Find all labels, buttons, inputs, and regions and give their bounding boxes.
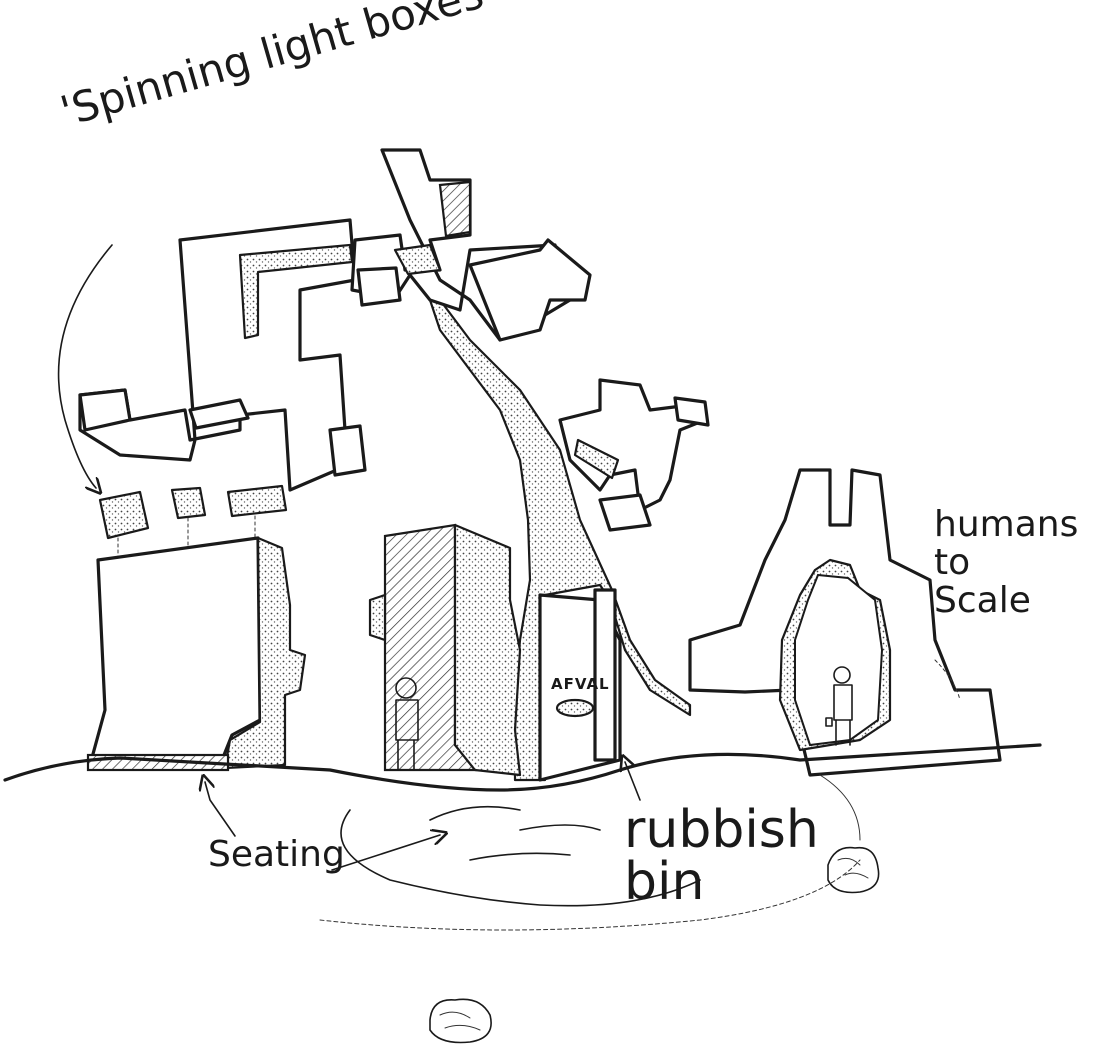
ground-line (3, 743, 1042, 931)
human-figure-right (825, 666, 853, 746)
label-seating: Seating (208, 834, 345, 875)
shrubs (429, 846, 880, 1044)
middle-slab (368, 523, 522, 777)
human-figure-left (395, 677, 419, 771)
label-rubbish-bin: rubbish bin (624, 800, 819, 912)
label-humans-to-scale: humans to Scale (934, 504, 1079, 621)
block-details (78, 266, 710, 477)
bin-structure (538, 588, 622, 782)
seating-block (86, 536, 307, 772)
spinning-light-boxes (98, 484, 288, 561)
label-afval: AFVAL (551, 675, 610, 693)
tree-sculpture (78, 148, 707, 782)
annotation-arrows (57, 244, 961, 871)
